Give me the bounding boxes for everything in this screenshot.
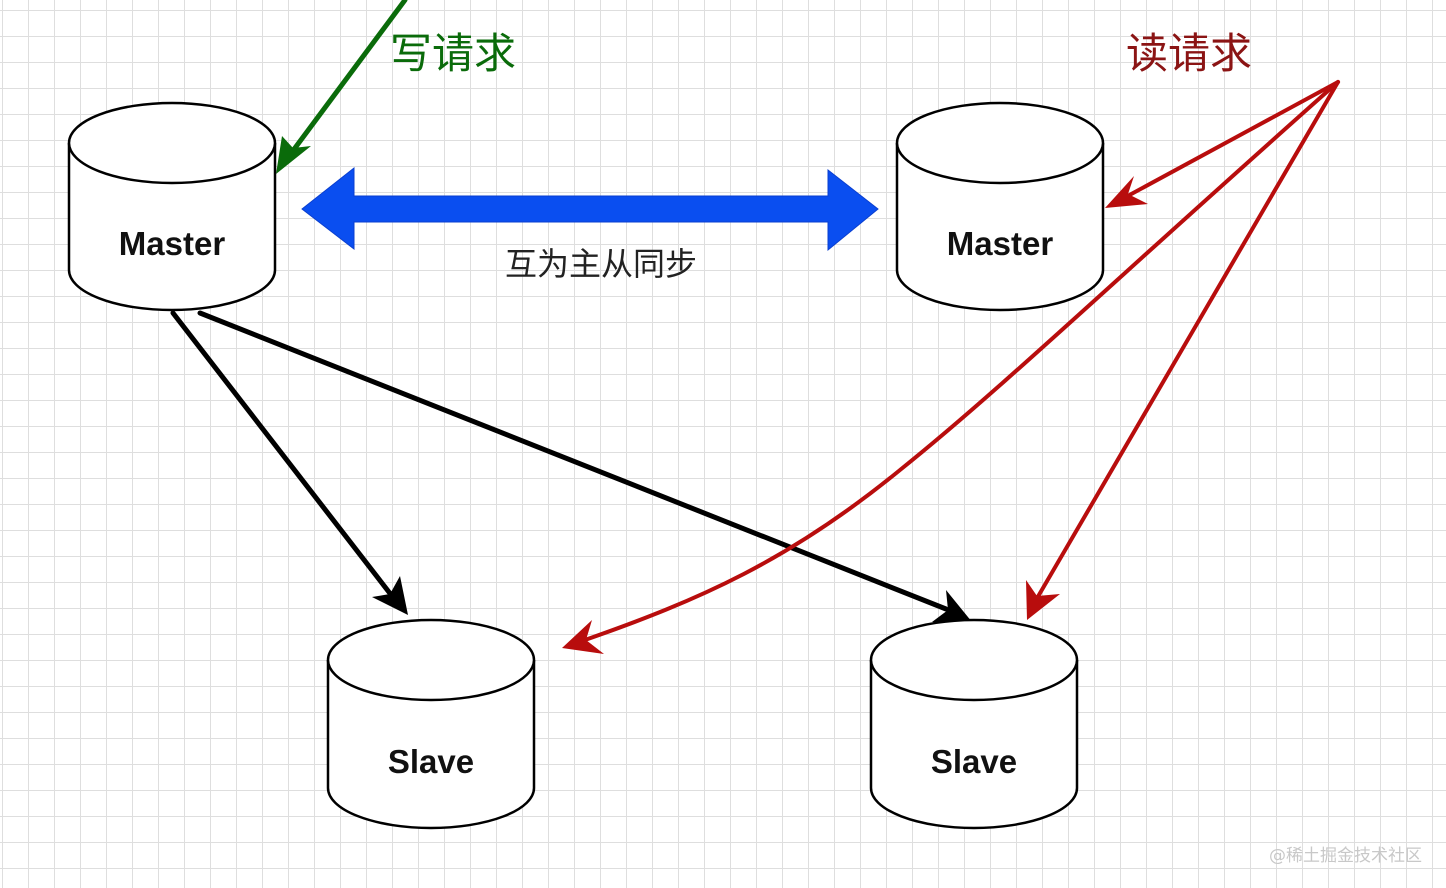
- sync-label: 互为主从同步: [505, 245, 697, 283]
- replication-arrow-to-right-slave: [197, 310, 972, 622]
- replication-arrow-to-left-slave: [170, 310, 408, 615]
- write-request-label: 写请求: [390, 29, 516, 78]
- read-request-label: 读请求: [1126, 29, 1252, 78]
- master-left-cylinder[interactable]: Master: [67, 101, 277, 312]
- read-arrow-to-right-slave: [1026, 80, 1340, 620]
- sync-double-arrow: [301, 166, 879, 252]
- write-request-arrow: [276, 0, 408, 174]
- master-left-label: Master: [119, 225, 226, 262]
- watermark: @稀土掘金技术社区: [1269, 846, 1422, 866]
- slave-left-label: Slave: [388, 743, 474, 780]
- master-right-cylinder[interactable]: Master: [895, 101, 1105, 312]
- slave-right-cylinder[interactable]: Slave: [869, 618, 1079, 830]
- slave-left-cylinder[interactable]: Slave: [326, 618, 536, 830]
- read-arrow-to-right-master: [1105, 80, 1340, 208]
- slave-right-label: Slave: [931, 743, 1017, 780]
- master-right-label: Master: [947, 225, 1054, 262]
- read-arrow-to-left-slave: [562, 80, 1340, 654]
